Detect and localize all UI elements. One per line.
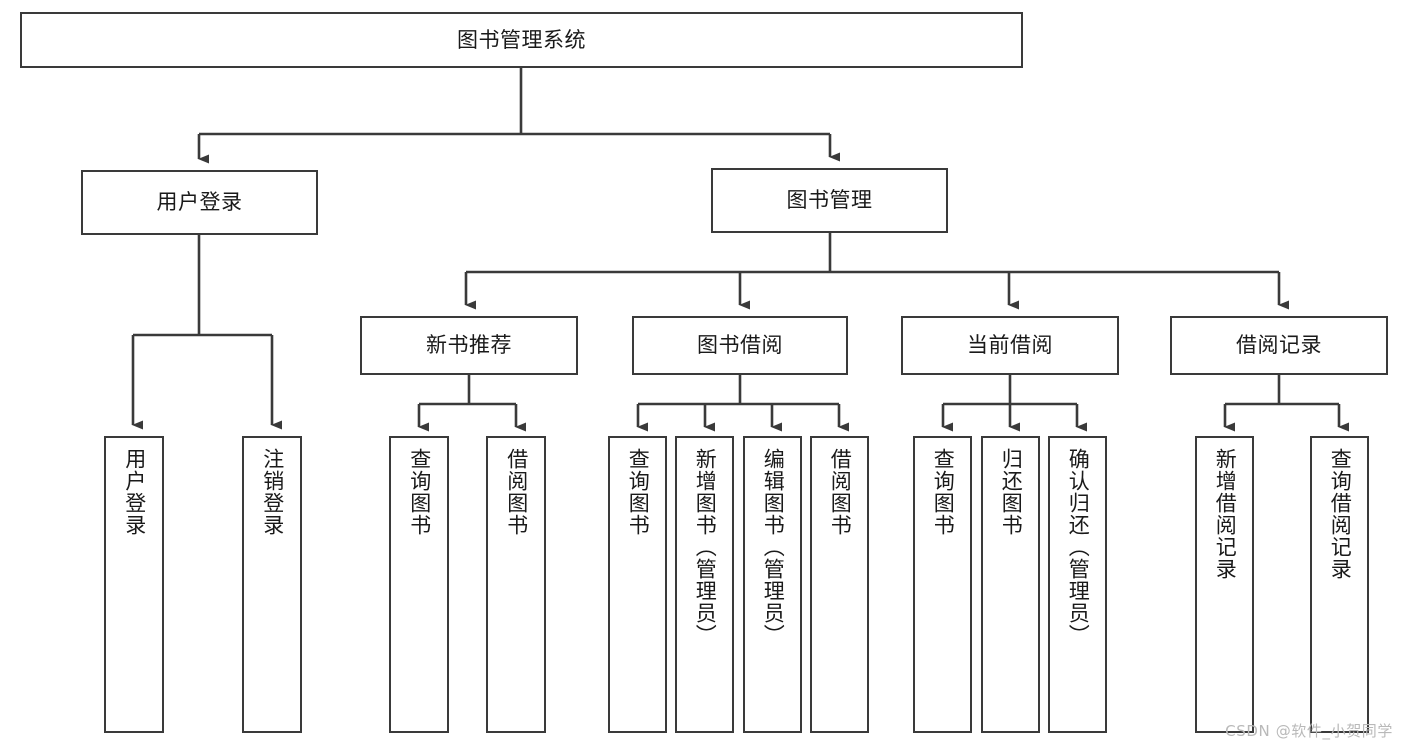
leaf-add-borrow-record[interactable]: 新增借阅记录 [1195,436,1254,733]
leaf-query-borrow-record[interactable]: 查询借阅记录 [1310,436,1369,733]
leaf-user-login[interactable]: 用户登录 [104,436,164,733]
leaf-add-borrow-record-label: 新增借阅记录 [1213,448,1238,580]
leaf-borrow-book-2-label: 借阅图书 [828,448,853,536]
leaf-query-borrow-record-label: 查询借阅记录 [1328,448,1353,580]
leaf-borrow-book-1-label: 借阅图书 [504,448,529,536]
leaf-edit-book[interactable]: 编辑图书（管理员） [743,436,802,733]
leaf-logout-label: 注销登录 [260,448,285,536]
leaf-query-book-2-label: 查询图书 [626,448,651,536]
leaf-return-book[interactable]: 归还图书 [981,436,1040,733]
leaf-borrow-book-1[interactable]: 借阅图书 [486,436,546,733]
leaf-edit-book-label: 编辑图书（管理员） [761,448,786,646]
node-borrow-record[interactable]: 借阅记录 [1170,316,1388,375]
leaf-query-book-3-label: 查询图书 [931,448,956,536]
node-book-manage[interactable]: 图书管理 [711,168,948,233]
leaf-confirm-return-label: 确认归还（管理员） [1066,448,1091,646]
node-book-borrow-label: 图书借阅 [697,333,783,358]
node-user-login[interactable]: 用户登录 [81,170,318,235]
node-current-borrow-label: 当前借阅 [967,333,1053,358]
leaf-add-book[interactable]: 新增图书（管理员） [675,436,734,733]
leaf-borrow-book-2[interactable]: 借阅图书 [810,436,869,733]
node-user-login-label: 用户登录 [156,190,243,215]
leaf-query-book-3[interactable]: 查询图书 [913,436,972,733]
leaf-return-book-label: 归还图书 [999,448,1024,536]
node-root-label: 图书管理系统 [457,27,586,52]
leaf-user-login-label: 用户登录 [122,448,147,536]
node-book-manage-label: 图书管理 [786,188,873,213]
leaf-add-book-label: 新增图书（管理员） [693,448,718,646]
csdn-watermark: CSDN @软件_小贺同学 [1225,722,1393,740]
node-borrow-record-label: 借阅记录 [1236,333,1322,358]
node-book-borrow[interactable]: 图书借阅 [632,316,848,375]
leaf-query-book-1-label: 查询图书 [407,448,432,536]
leaf-query-book-2[interactable]: 查询图书 [608,436,667,733]
node-current-borrow[interactable]: 当前借阅 [901,316,1119,375]
leaf-confirm-return[interactable]: 确认归还（管理员） [1048,436,1107,733]
leaf-query-book-1[interactable]: 查询图书 [389,436,449,733]
node-root[interactable]: 图书管理系统 [20,12,1023,68]
node-new-book-recommendation-label: 新书推荐 [426,333,512,358]
leaf-logout[interactable]: 注销登录 [242,436,302,733]
node-new-book-recommendation[interactable]: 新书推荐 [360,316,578,375]
